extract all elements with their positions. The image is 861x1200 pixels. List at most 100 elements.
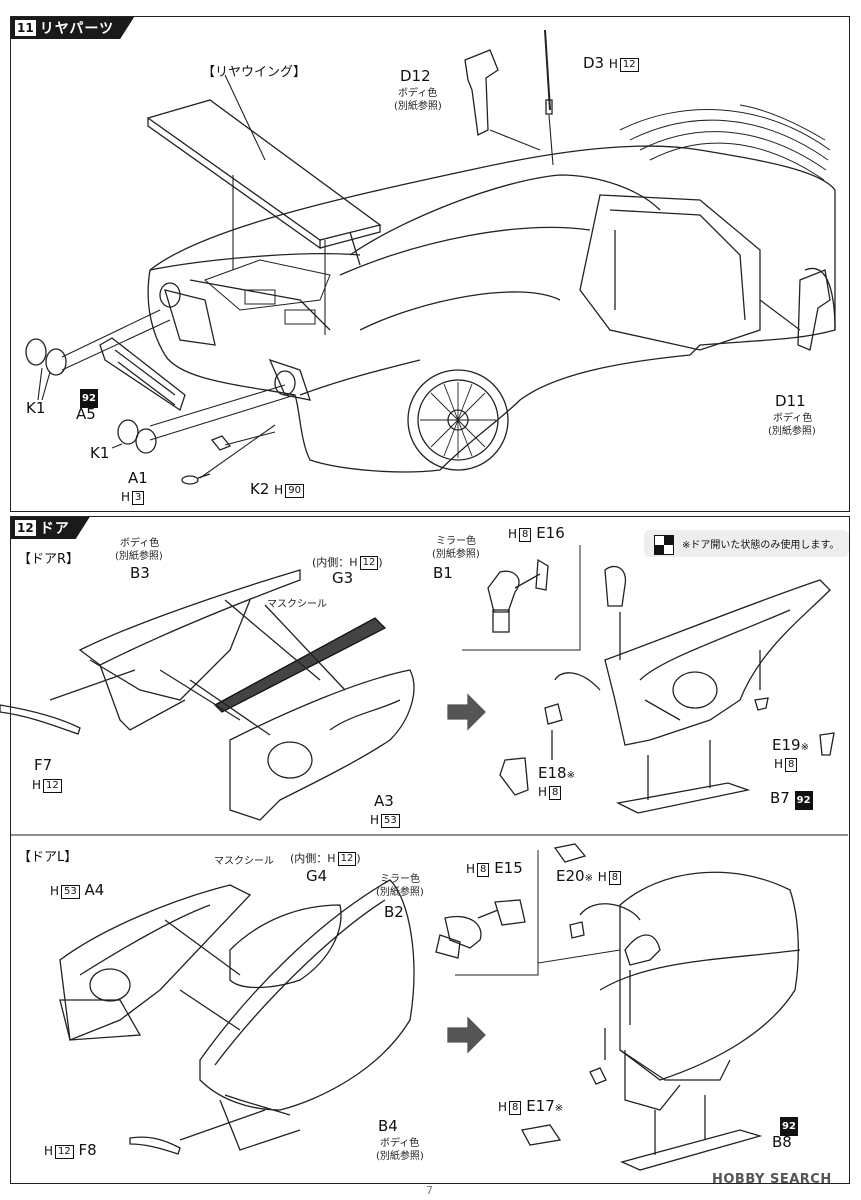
g3-inner-close: ): [378, 556, 383, 569]
d3-part: [544, 29, 553, 115]
d3-h-box: 12: [619, 58, 639, 72]
a1-label: A1: [128, 469, 148, 487]
e18-part-number: E18: [538, 764, 567, 782]
mirror-l-ref-note: (別紙参照): [376, 887, 424, 898]
g3-label: G3: [332, 569, 354, 587]
page-number: 7: [426, 1184, 433, 1197]
e18-mark: ※: [566, 770, 575, 781]
b7-label: B7 92: [770, 790, 813, 810]
rear-wing-part: [146, 99, 382, 266]
step-12-panel: 12 ドア: [10, 516, 850, 1184]
d12-ref-note: (別紙参照): [394, 101, 442, 112]
b8-badge-wrap: 92: [780, 1116, 798, 1136]
step-12-header: 12 ドア: [11, 517, 90, 539]
b4-color-note: ボディ色: [380, 1138, 420, 1149]
a3-h-box: 53: [381, 814, 400, 828]
d11-label: D11: [775, 392, 806, 410]
b8-label: B8: [772, 1133, 792, 1151]
e17-mark: ※: [554, 1103, 564, 1114]
mask-seal-r: マスクシール: [267, 599, 327, 610]
step-title: ドア: [39, 521, 70, 537]
b2-label: B2: [384, 903, 404, 921]
g4-inner-close: ): [356, 852, 361, 865]
d11-part: [797, 269, 831, 351]
e15-part-number: E15: [494, 859, 523, 877]
b7-part-number: B7: [770, 789, 790, 807]
d3-part-number: D3: [583, 54, 605, 72]
mirror-r-ref-note: (別紙参照): [432, 549, 480, 560]
b3-label: B3: [130, 564, 150, 582]
a5-label: A5: [76, 405, 96, 423]
g3-h-box: 12: [359, 556, 379, 570]
b3-color-note: ボディ色: [120, 538, 160, 549]
b4-ref-note: (別紙参照): [376, 1151, 424, 1162]
k2-part-number: K2: [250, 480, 270, 498]
b7-badge: 92: [794, 791, 813, 810]
step-11-header: 11 リヤパーツ: [11, 17, 134, 39]
a4-part-number: A4: [84, 881, 105, 899]
door-r-illustration: [0, 545, 835, 821]
a5-badge-wrap: 92: [80, 388, 98, 408]
f8-h-box: 12: [55, 1145, 74, 1159]
g3-inner-text: (内側：H: [312, 556, 358, 569]
a3-label: A3: [374, 792, 394, 810]
door-l-illustration: [59, 843, 801, 1171]
a5-badge: 92: [80, 389, 98, 408]
e19-label: E19※: [772, 737, 809, 756]
b3-ref-note: (別紙参照): [115, 551, 163, 562]
d12-part: [464, 49, 499, 136]
e19-h-box: 8: [785, 758, 798, 772]
e18-h-box: 8: [549, 786, 562, 800]
step-title: リヤパーツ: [39, 21, 115, 37]
a5-grille: [99, 337, 186, 412]
b8-badge: 92: [780, 1117, 798, 1136]
d12-label: D12: [400, 67, 431, 85]
checker-icon: [654, 535, 674, 555]
note-text: ※ドア開いた状態のみ使用します。: [682, 540, 840, 551]
mask-seal-l: マスクシール: [214, 856, 274, 867]
a4-h-box: 53: [61, 885, 80, 899]
watermark: HOBBY SEARCH: [712, 1172, 832, 1187]
mirror-l-color-note: ミラー色: [380, 874, 420, 885]
e17-h-box: 8: [509, 1101, 522, 1115]
rear-wing-label: 【リヤウイング】: [202, 65, 307, 80]
k1-lenses: [25, 338, 157, 454]
e20-h-box: 8: [608, 871, 622, 885]
e20-mark: ※: [584, 873, 593, 884]
e17-part-number: E17: [526, 1097, 555, 1115]
d11-ref-note: (別紙参照): [768, 426, 816, 437]
g4-inner-text: (内側：H: [290, 852, 336, 865]
door-r-title: 【ドアR】: [18, 552, 80, 567]
b1-label: B1: [433, 564, 453, 582]
d11-color-note: ボディ色: [773, 413, 813, 424]
e19-part-number: E19: [772, 736, 801, 754]
car-rear-illustration: [147, 104, 836, 473]
e15-h-box: 8: [477, 863, 490, 877]
b4-label: B4: [378, 1117, 398, 1135]
e16-part-number: E16: [536, 524, 565, 542]
e18-label: E18※: [538, 765, 575, 784]
e16-h-box: 8: [519, 528, 532, 542]
f7-h-box: 12: [43, 779, 62, 793]
door-l-title: 【ドアL】: [18, 850, 78, 865]
f8-part-number: F8: [78, 1141, 97, 1159]
d12-color-note: ボディ色: [398, 88, 438, 99]
e20-part-number: E20: [556, 867, 585, 885]
step-number: 12: [17, 521, 34, 535]
mirror-r-color-note: ミラー色: [436, 536, 476, 547]
k1-lower-label: K1: [90, 444, 110, 462]
g4-h-box: 12: [337, 852, 357, 866]
